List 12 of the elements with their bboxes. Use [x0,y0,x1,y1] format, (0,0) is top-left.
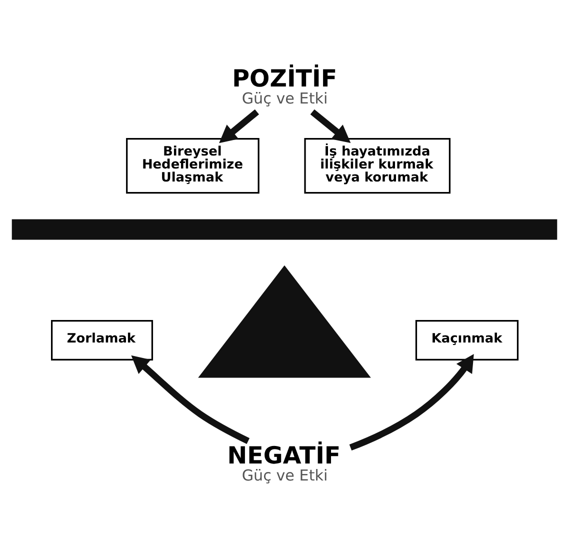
node-text: NEGATİF Güç ve Etki [227,440,341,484]
arrow [219,108,260,143]
node-bar [12,218,558,240]
arrow [310,108,351,143]
node-box: Kaçınmak [415,319,519,360]
node-text: POZİTİF Güç ve Etki [232,64,338,107]
node-box: Zorlamak [51,319,154,360]
arrow [131,354,250,444]
node-box: İş hayatımızda ilişkiler kurmak veya korumak [304,138,451,194]
arrow [349,354,474,450]
node-triangle [198,264,371,378]
node-box: Bireysel Hedeflerimize Ulaşmak [126,138,260,194]
